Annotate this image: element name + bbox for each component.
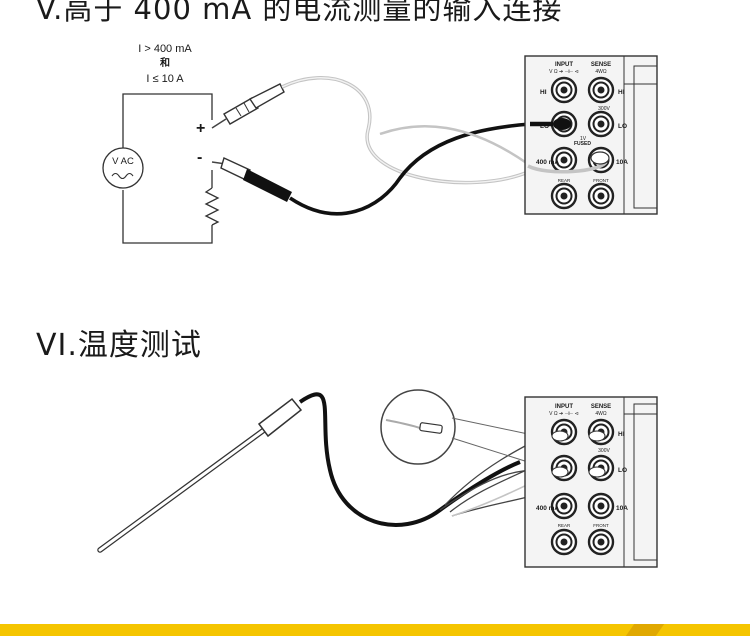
v1-label: 1V [580,136,587,142]
probe-cable [298,392,521,527]
ma-label: 400 mA [536,159,559,166]
input-sub-label-2: V Ω ➔ ⊣⊢ ⊲ [549,411,579,417]
ac-source-label: V AC [112,156,134,167]
section-v-heading: V.高于 400 mA 的电流测量的输入连接 [36,0,563,26]
sense-label-2: SENSE [591,404,611,410]
condition-line-2: 和 [159,56,170,69]
temperature-probe [97,389,601,553]
minus-sign: - [197,149,202,166]
a10-label-2: 10A [616,505,628,512]
sense-hi-label-2: HI [618,431,625,438]
plus-sign: + [196,120,205,137]
section-vi-heading: VI.温度测试 [36,328,202,363]
a10-jack-2 [587,492,615,520]
rear-jack [550,182,578,210]
probe-handle-icon [257,397,303,438]
negative-lead-wire [289,122,531,216]
current-circuit: I > 400 mA 和 I ≤ 10 A V AC + - [102,43,531,244]
input-sub-label: V Ω ➔ ⊣⊢ ⊲ [549,69,579,75]
meter-panel-top: INPUT V Ω ➔ ⊣⊢ ⊲ SENSE 4WΩ HI HI LO LO 3… [524,55,658,215]
v300-label-2: 300V [598,448,610,454]
condition-line-3: I ≤ 10 A [146,73,184,85]
condition-line-1: I > 400 mA [138,43,192,55]
meter-panel-bottom: INPUT V Ω ➔ ⊣⊢ ⊲ SENSE 4WΩ HI LO 300V 40… [524,396,658,568]
rear-label: REAR [558,178,571,183]
front-jack [587,182,615,210]
sense-lo-label-2: LO [618,467,627,474]
input-hi-jack [550,76,578,104]
ac-source-icon [102,147,144,189]
sense-hi-label: HI [618,89,625,96]
a10-label: 10A [616,159,628,166]
sense-sub-label-2: 4WΩ [595,411,607,417]
sense-lo-label: LO [618,123,627,130]
front-label-2: FRONT [593,523,609,528]
sense-label: SENSE [591,62,611,68]
front-label: FRONT [593,178,609,183]
ma-label-2: 400 mA [536,505,559,512]
sense-lo-jack [587,110,615,138]
rear-jack-2 [550,528,578,556]
sense-hi-jack [587,76,615,104]
v300-label: 300V [598,106,610,112]
input-lo-label: LO [540,123,549,130]
input-hi-label: HI [540,89,547,96]
sense-sub-label: 4WΩ [595,69,607,75]
fused-label: FUSED [574,141,591,147]
input-label-2: INPUT [555,404,573,410]
accent-bar [0,624,750,636]
resistor-icon [204,187,220,226]
rear-label-2: REAR [558,523,571,528]
negative-probe-icon [211,157,292,202]
positive-probe-icon [211,83,285,129]
input-label: INPUT [555,62,573,68]
front-jack-2 [587,528,615,556]
